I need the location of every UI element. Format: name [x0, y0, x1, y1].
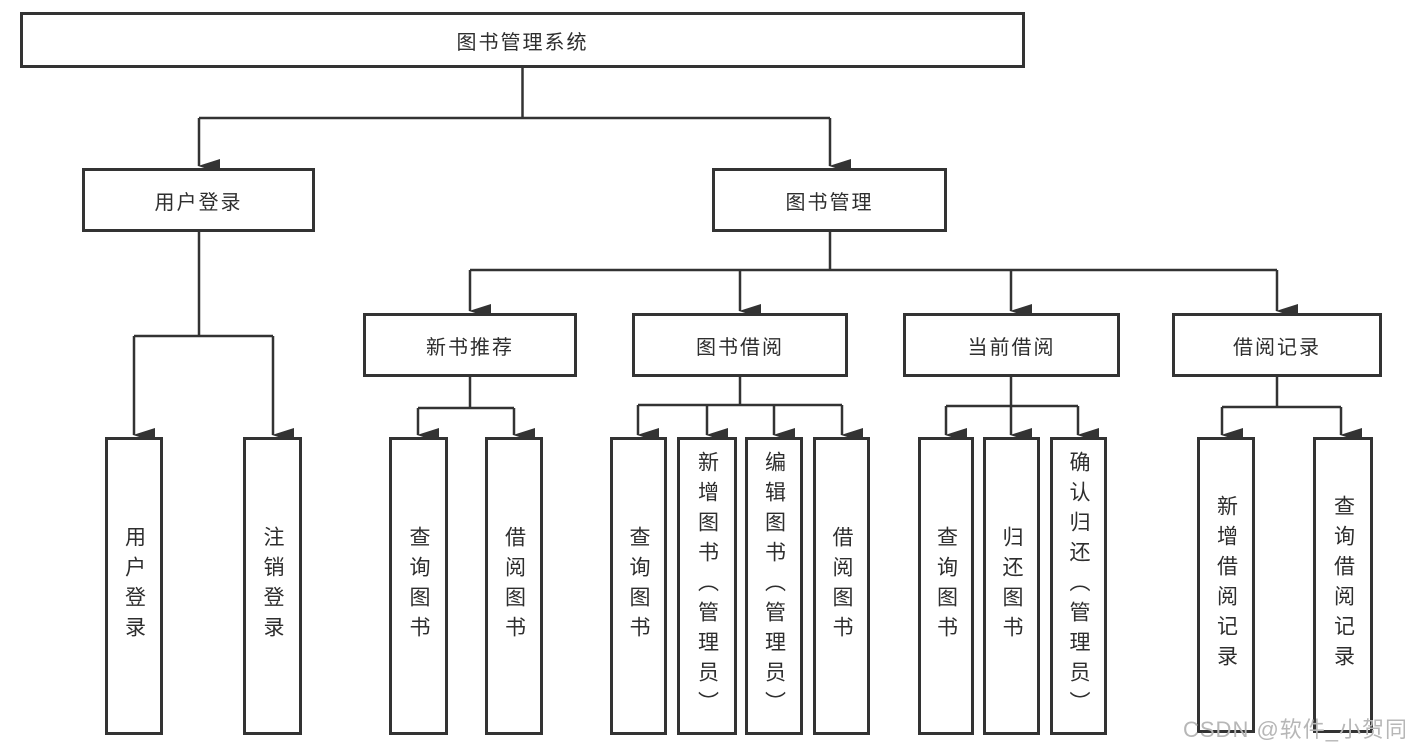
leaf-nb-borrow-books: 借阅图书 — [485, 437, 543, 735]
node-book-mgmt-label: 图书管理 — [785, 191, 874, 214]
node-borrow-records: 借阅记录 — [1172, 313, 1382, 377]
node-new-book-recommend-label: 新书推荐 — [426, 336, 514, 359]
node-user-login: 用户登录 — [82, 168, 315, 232]
leaf-user-login: 用户登录 — [105, 437, 163, 735]
leaf-logout-label: 注销登录 — [261, 526, 284, 646]
leaf-cb-confirm-return-admin: 确认归还（管理员） — [1050, 437, 1107, 735]
leaf-nb-query-books: 查询图书 — [389, 437, 448, 735]
node-borrow-records-label: 借阅记录 — [1233, 336, 1321, 359]
leaf-nb-borrow-books-label: 借阅图书 — [502, 526, 526, 646]
leaf-br-query-record: 查询借阅记录 — [1313, 437, 1373, 733]
leaf-bb-query-books-label: 查询图书 — [627, 526, 650, 646]
leaf-user-login-label: 用户登录 — [122, 526, 146, 646]
node-book-borrow-label: 图书借阅 — [696, 336, 784, 359]
leaf-bb-add-books-admin-label: 新增图书（管理员） — [695, 451, 719, 721]
node-current-borrow-label: 当前借阅 — [967, 336, 1056, 359]
leaf-bb-borrow-books: 借阅图书 — [813, 437, 870, 735]
node-root-label: 图书管理系统 — [456, 31, 589, 54]
node-current-borrow: 当前借阅 — [903, 313, 1120, 377]
node-book-mgmt: 图书管理 — [712, 168, 947, 232]
leaf-cb-confirm-return-admin-label: 确认归还（管理员） — [1067, 451, 1090, 721]
node-book-borrow: 图书借阅 — [632, 313, 848, 377]
leaf-br-query-record-label: 查询借阅记录 — [1331, 495, 1355, 675]
leaf-cb-return-books-label: 归还图书 — [1000, 526, 1023, 646]
leaf-cb-return-books: 归还图书 — [983, 437, 1040, 735]
leaf-br-add-record: 新增借阅记录 — [1197, 437, 1255, 733]
leaf-bb-borrow-books-label: 借阅图书 — [830, 526, 853, 646]
node-user-login-label: 用户登录 — [154, 191, 243, 214]
leaf-bb-edit-books-admin: 编辑图书（管理员） — [745, 437, 803, 735]
leaf-nb-query-books-label: 查询图书 — [407, 526, 430, 646]
connector-group — [132, 68, 1362, 442]
node-new-book-recommend: 新书推荐 — [363, 313, 577, 377]
csdn-watermark: CSDN @软件_小贺同学 — [1183, 717, 1405, 742]
node-root: 图书管理系统 — [20, 12, 1025, 68]
leaf-br-add-record-label: 新增借阅记录 — [1214, 495, 1238, 675]
leaf-bb-query-books: 查询图书 — [610, 437, 667, 735]
leaf-cb-query-books: 查询图书 — [918, 437, 974, 735]
leaf-bb-edit-books-admin-label: 编辑图书（管理员） — [762, 451, 786, 721]
leaf-cb-query-books-label: 查询图书 — [934, 526, 958, 646]
leaf-logout: 注销登录 — [243, 437, 302, 735]
leaf-bb-add-books-admin: 新增图书（管理员） — [677, 437, 737, 735]
